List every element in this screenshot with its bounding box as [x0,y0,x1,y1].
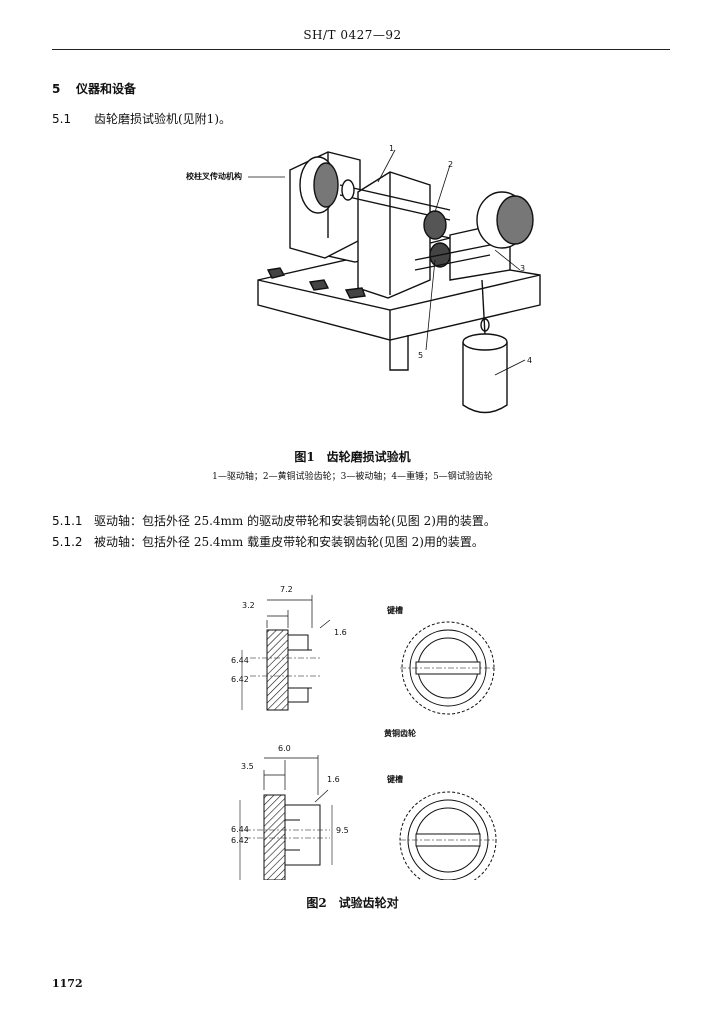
section-heading: 5 仪器和设备 [52,80,136,97]
fig2-top-keyway-label: 键槽 [387,606,403,615]
fig1-callout-3: 3 [520,264,526,273]
figure-1-caption: 图1 齿轮磨损试验机 [294,450,411,464]
figure-1-legend: 1—驱动轴；2—黄铜试验齿轮；3—被动轴；4—重锤；5—钢试验齿轮 [212,472,493,482]
paragraph-text: 齿轮磨损试验机(见附1)。 [94,112,231,126]
fig2-bottom-dim-6-44: 6.44 [231,825,249,834]
figure-1-illustration [248,149,541,414]
fig2-middle-label: 黄铜齿轮 [384,729,416,738]
paragraph-5-1-1: 5.1.1 驱动轴：包括外径 25.4mm 的驱动皮带轮和安装铜齿轮(见图 2)用… [52,512,496,529]
figure-2-drawing [239,595,497,880]
fig2-top-dim-6-44: 6.44 [231,656,249,665]
fig1-callout-4: 4 [527,356,533,365]
fig2-top-dim-6-42: 6.42 [231,675,249,684]
paragraph-number: 5.1.2 [52,535,83,549]
paragraph-number: 5.1.1 [52,514,83,528]
paragraph-number: 5.1 [52,112,72,126]
fig2-top-dim-7-2: 7.2 [280,585,293,594]
paragraph-text: 驱动轴：包括外径 25.4mm 的驱动皮带轮和安装铜齿轮(见图 2)用的装置。 [94,514,496,528]
section-number: 5 [52,82,61,96]
fig2-bottom-dim-6-42: 6.42 [231,836,249,845]
fig2-bottom-keyway-label: 键槽 [387,775,403,784]
fig2-top-dim-1-6: 1.6 [334,628,347,637]
fig2-top-dim-3-2: 3.2 [242,601,255,610]
fig2-bottom-dim-3-5: 3.5 [241,762,254,771]
fig2-bottom-dim-1-6: 1.6 [327,775,340,784]
fig1-callout-left: 校柱叉传动机构 [186,172,242,181]
fig2-bottom-dim-6-0: 6.0 [278,744,291,753]
paragraph-text: 被动轴：包括外径 25.4mm 载重皮带轮和安装钢齿轮(见图 2)用的装置。 [94,535,484,549]
paragraph-5-1-2: 5.1.2 被动轴：包括外径 25.4mm 载重皮带轮和安装钢齿轮(见图 2)用的… [52,533,484,550]
section-title: 仪器和设备 [76,82,137,96]
fig1-callout-2: 2 [448,160,454,169]
standard-number: SH/T 0427—92 [303,28,402,42]
paragraph-5-1: 5.1 齿轮磨损试验机(见附1)。 [52,110,231,127]
header-rule [52,49,670,50]
page-number: 1172 [52,977,83,990]
figure-2-caption: 图2 试验齿轮对 [306,896,399,910]
fig2-bottom-dim-9-5: 9.5 [336,826,349,835]
fig1-callout-1: 1 [389,144,395,153]
fig1-callout-5: 5 [418,351,424,360]
